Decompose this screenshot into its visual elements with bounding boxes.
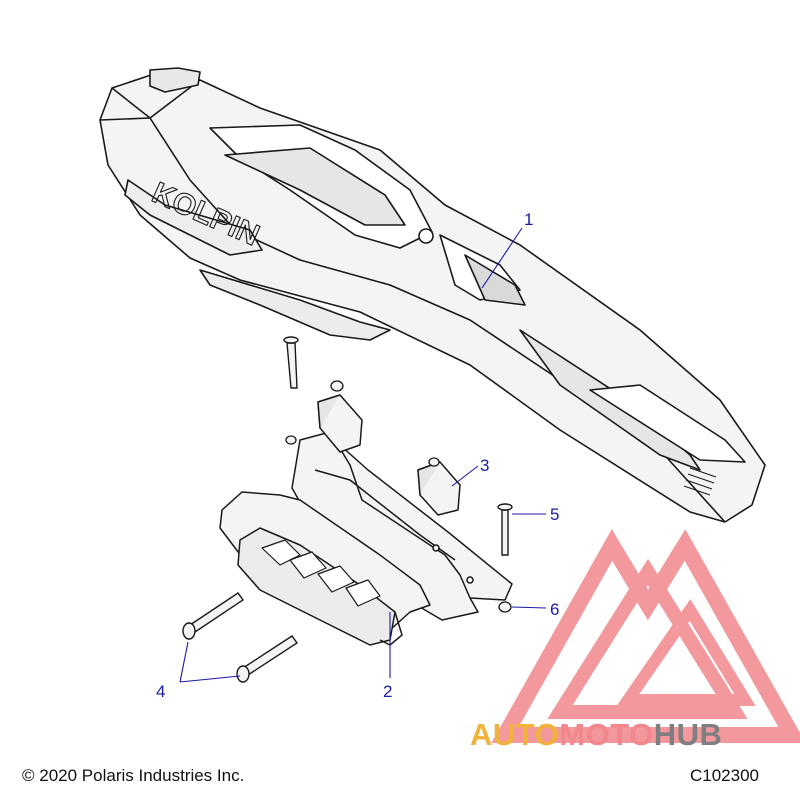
copyright-text: © 2020 Polaris Industries Inc. — [22, 766, 245, 785]
automotohub-logo-icon — [491, 529, 800, 743]
brand-moto: MOTO — [559, 717, 654, 752]
leader-lines — [179, 227, 547, 683]
callout-5: 5 — [550, 505, 559, 524]
callout-6: 6 — [550, 600, 559, 619]
figure-id: C102300 — [690, 766, 760, 785]
callout-4: 4 — [156, 682, 165, 701]
callout-3: 3 — [480, 456, 489, 475]
bolt — [182, 336, 513, 683]
clamp-bracket — [317, 394, 461, 516]
callout-2: 2 — [383, 682, 392, 701]
brand-auto: AUTO — [470, 717, 560, 752]
gun-case: KOLPIN — [99, 67, 766, 523]
vent-grille-icon — [683, 467, 717, 496]
nut — [285, 380, 512, 613]
mounting-bracket — [219, 431, 513, 646]
brand-hub: HUB — [653, 717, 723, 752]
callout-1: 1 — [524, 210, 533, 229]
watermark-brand: AUTOMOTOHUB — [470, 717, 722, 753]
